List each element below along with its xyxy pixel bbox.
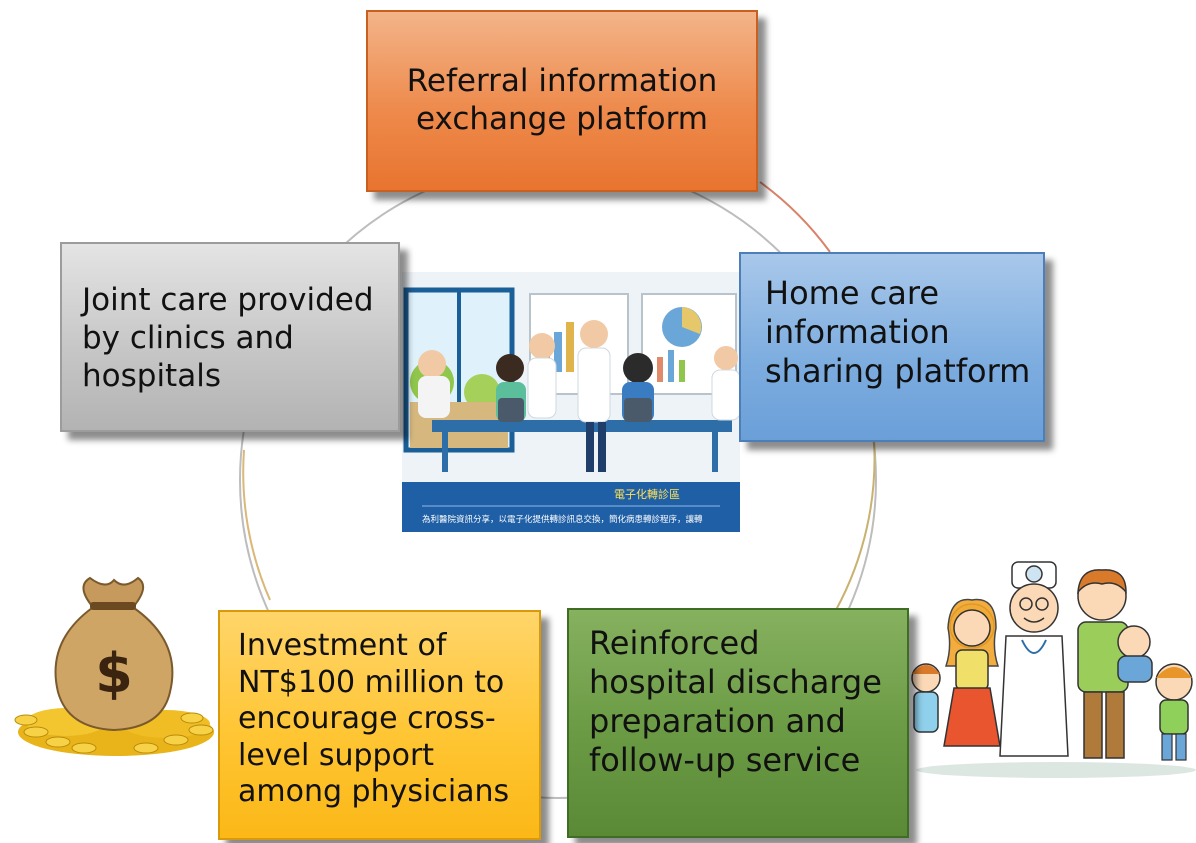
referral-platform-box: Referral information exchange platform [366, 10, 758, 192]
money-bag-icon: $ [14, 576, 214, 756]
investment-label: Investment of NT$100 million to encourag… [238, 628, 510, 810]
meeting-illustration: 電子化轉診區 為利醫院資訊分享，以電子化提供轉診訊息交換，簡化病患轉診程序，讓轉 [402, 272, 740, 532]
home-care-platform-box: Home care information sharing platform [739, 252, 1045, 442]
home-care-platform-label: Home care information sharing platform [765, 274, 1031, 391]
referral-platform-label: Referral information exchange platform [406, 63, 718, 137]
investment-box: Investment of NT$100 million to encourag… [218, 610, 541, 840]
joint-care-label: Joint care provided by clinics and hospi… [82, 282, 374, 394]
discharge-service-label: Reinforced hospital discharge preparatio… [589, 624, 882, 780]
joint-care-box: Joint care provided by clinics and hospi… [60, 242, 400, 432]
discharge-service-box: Reinforced hospital discharge preparatio… [567, 608, 909, 838]
meeting-caption-title: 電子化轉診區 [614, 487, 680, 501]
dollar-symbol: $ [95, 642, 133, 705]
meeting-caption-text: 為利醫院資訊分享，以電子化提供轉診訊息交換，簡化病患轉診程序，讓轉 [422, 514, 703, 525]
family-doctor-illustration [911, 561, 1196, 778]
